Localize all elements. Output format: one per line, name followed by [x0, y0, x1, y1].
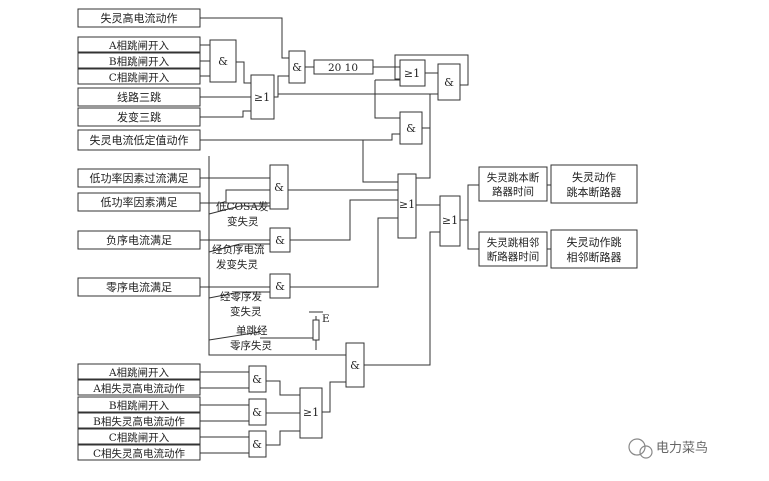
and-gate-top — [288, 50, 306, 84]
or-gate-timer — [399, 59, 426, 87]
label-low-setting: 失灵电流低定值动作 — [90, 133, 189, 147]
and-gate-single-label: & — [350, 359, 360, 372]
timer-adj-1: 失灵跳相邻 — [487, 236, 540, 249]
switch-neg-2: 发变失灵 — [216, 258, 258, 271]
timer-box — [313, 59, 374, 75]
and-gate-right-label: & — [444, 76, 454, 89]
label-zeroseq: 零序电流满足 — [106, 280, 172, 294]
timer-local-breaker — [478, 166, 548, 202]
or-gate-mid-label: ≥1 — [399, 198, 415, 211]
and-gate-lowpf-label: & — [274, 181, 284, 194]
and-gate-top-label: & — [292, 61, 302, 74]
timer-adjacent-breaker — [478, 231, 548, 267]
and-gate-bot-b-label: & — [252, 406, 262, 419]
wires — [200, 17, 551, 454]
and-gate-bot-a-label: & — [252, 373, 262, 386]
output-adj-2: 相邻断路器 — [567, 250, 622, 264]
resistor-e — [312, 319, 320, 341]
e-label: E — [322, 313, 330, 325]
label-b-trip: B相跳闸开入 — [109, 55, 170, 68]
switch-cosa-2: 变失灵 — [227, 215, 259, 228]
and-gate-negseq — [269, 227, 291, 253]
wechat-icon — [628, 438, 646, 456]
or-gate-mid — [397, 173, 417, 239]
timer-adj-2: 断路器时间 — [487, 250, 540, 263]
label-lowpf: 低功率因素满足 — [101, 195, 178, 209]
label-bot-a-hi: A相失灵高电流动作 — [92, 382, 185, 395]
and-gate-bot-c — [248, 430, 267, 458]
switch-single-2: 零序失灵 — [230, 339, 272, 352]
and-gate-lowpf — [269, 164, 289, 210]
label-bot-c-trip: C相跳闸开入 — [109, 431, 170, 444]
timer-local-2: 路器时间 — [492, 185, 534, 198]
and-gate-abc-label: & — [218, 55, 228, 68]
label-bot-c-hi: C相失灵高电流动作 — [93, 447, 186, 460]
watermark: 电力菜鸟 — [628, 438, 708, 459]
label-xfmr-3trip: 发变三跳 — [117, 110, 161, 124]
or-gate-timer-label: ≥1 — [404, 67, 420, 80]
output-adjacent-breaker — [550, 229, 638, 269]
switch-zero-1: 经零序发 — [220, 290, 262, 303]
timer-label: 20 10 — [328, 62, 358, 74]
and-gate-mid — [399, 111, 423, 145]
or-gate-final — [439, 195, 461, 247]
label-a-trip: A相跳闸开入 — [108, 39, 170, 52]
label-c-trip: C相跳闸开入 — [109, 71, 170, 84]
or-gate-final-label: ≥1 — [442, 214, 458, 227]
output-adj-1: 失灵动作跳 — [567, 235, 622, 249]
output-timers: 失灵跳本断 路器时间 失灵跳相邻 断路器时间 失灵动作 跳本断路器 失灵动作跳 … — [478, 164, 638, 269]
gates: & ≥1 & 20 10 ≥1 & & & & & ≥1 ≥1 & & & & — [209, 39, 461, 458]
switch-cosa-1: 低COSA发 — [216, 200, 269, 213]
and-gate-bot-c-label: & — [252, 438, 262, 451]
and-gate-abc — [209, 39, 237, 83]
and-gate-right — [437, 63, 461, 101]
input-boxes — [77, 8, 201, 461]
output-local-breaker — [550, 164, 638, 204]
label-lowpf-over: 低功率因素过流满足 — [90, 171, 189, 185]
label-bot-a-trip: A相跳闸开入 — [108, 366, 170, 379]
and-gate-mid-label: & — [406, 122, 416, 135]
and-gate-bot-b — [248, 398, 267, 426]
switch-zero-2: 变失灵 — [230, 305, 262, 318]
or-gate-bot — [299, 387, 323, 439]
and-gate-bot-a — [248, 365, 267, 393]
and-gate-zeroseq-label: & — [275, 280, 285, 293]
label-bot-b-hi: B相失灵高电流动作 — [93, 415, 185, 428]
and-gate-single — [345, 342, 365, 388]
label-top-hi-current: 失灵高电流动作 — [101, 11, 178, 25]
or-gate-trip — [250, 74, 275, 120]
switch-labels: 低COSA发 变失灵 经负序电流 发变失灵 经零序发 变失灵 单跳经 零序失灵 … — [212, 200, 330, 352]
output-local-1: 失灵动作 — [572, 171, 616, 184]
timer-local-1: 失灵跳本断 — [487, 171, 540, 184]
and-gate-negseq-label: & — [275, 234, 285, 247]
input-labels: 失灵高电流动作 A相跳闸开入 B相跳闸开入 C相跳闸开入 线路三跳 发变三跳 失… — [90, 11, 189, 460]
and-gate-zeroseq — [269, 273, 291, 299]
label-bot-b-trip: B相跳闸开入 — [109, 399, 170, 412]
or-gate-bot-label: ≥1 — [303, 406, 319, 419]
switch-single-1: 单跳经 — [236, 324, 268, 337]
watermark-text: 电力菜鸟 — [656, 440, 708, 456]
label-negseq: 负序电流满足 — [106, 233, 172, 247]
label-line-3trip: 线路三跳 — [117, 90, 161, 104]
or-gate-trip-label: ≥1 — [254, 91, 270, 104]
switch-neg-1: 经负序电流 — [212, 243, 265, 256]
output-local-2: 跳本断路器 — [567, 185, 622, 199]
